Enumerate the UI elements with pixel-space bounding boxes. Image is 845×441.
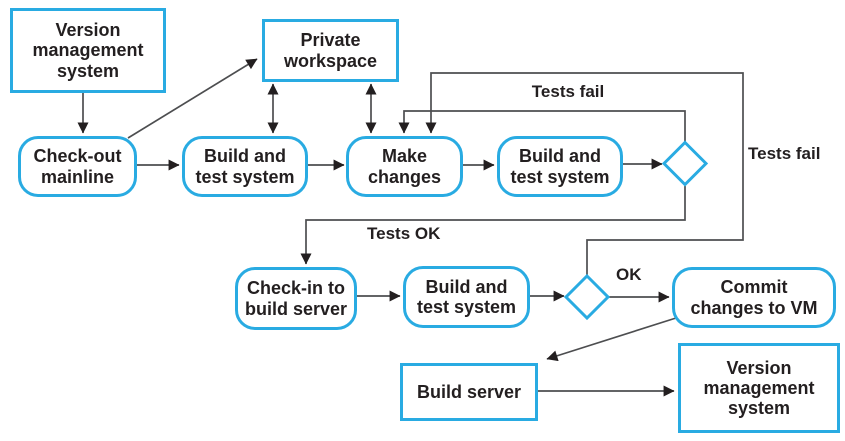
node-checkin-build-server: Check-in to build server	[235, 267, 357, 330]
edge-label-tests-fail-top: Tests fail	[531, 82, 605, 101]
edge-commit-to-buildserver	[546, 317, 677, 362]
edge-diamond2-testsfail-to-makechanges	[425, 72, 744, 275]
edge-label-tests-fail-right: Tests fail	[748, 144, 821, 163]
node-make-changes: Make changes	[346, 136, 463, 197]
decision-diamond-tests-1	[661, 140, 709, 187]
decision-diamond-tests-2	[563, 273, 611, 321]
node-build-test-system-2: Build and test system	[497, 136, 623, 197]
node-private-workspace: Private workspace	[262, 19, 399, 82]
node-version-management-system-top: Version management system	[10, 8, 166, 93]
edge-label-tests-ok: Tests OK	[367, 224, 441, 243]
node-build-test-system-3: Build and test system	[403, 266, 530, 328]
node-build-test-system-1: Build and test system	[182, 136, 308, 197]
edge-diamond1-testsfail-to-makechanges	[398, 110, 686, 142]
edge-checkout-to-workspace	[127, 58, 258, 139]
node-version-management-system-bottom: Version management system	[678, 343, 840, 433]
node-checkout-mainline: Check-out mainline	[18, 136, 137, 197]
node-commit-changes-to-vm: Commit changes to VM	[672, 267, 836, 328]
edge-diamond1-testsok-to-checkin	[300, 186, 686, 265]
edge-label-ok: OK	[616, 265, 642, 284]
node-build-server: Build server	[400, 363, 538, 421]
